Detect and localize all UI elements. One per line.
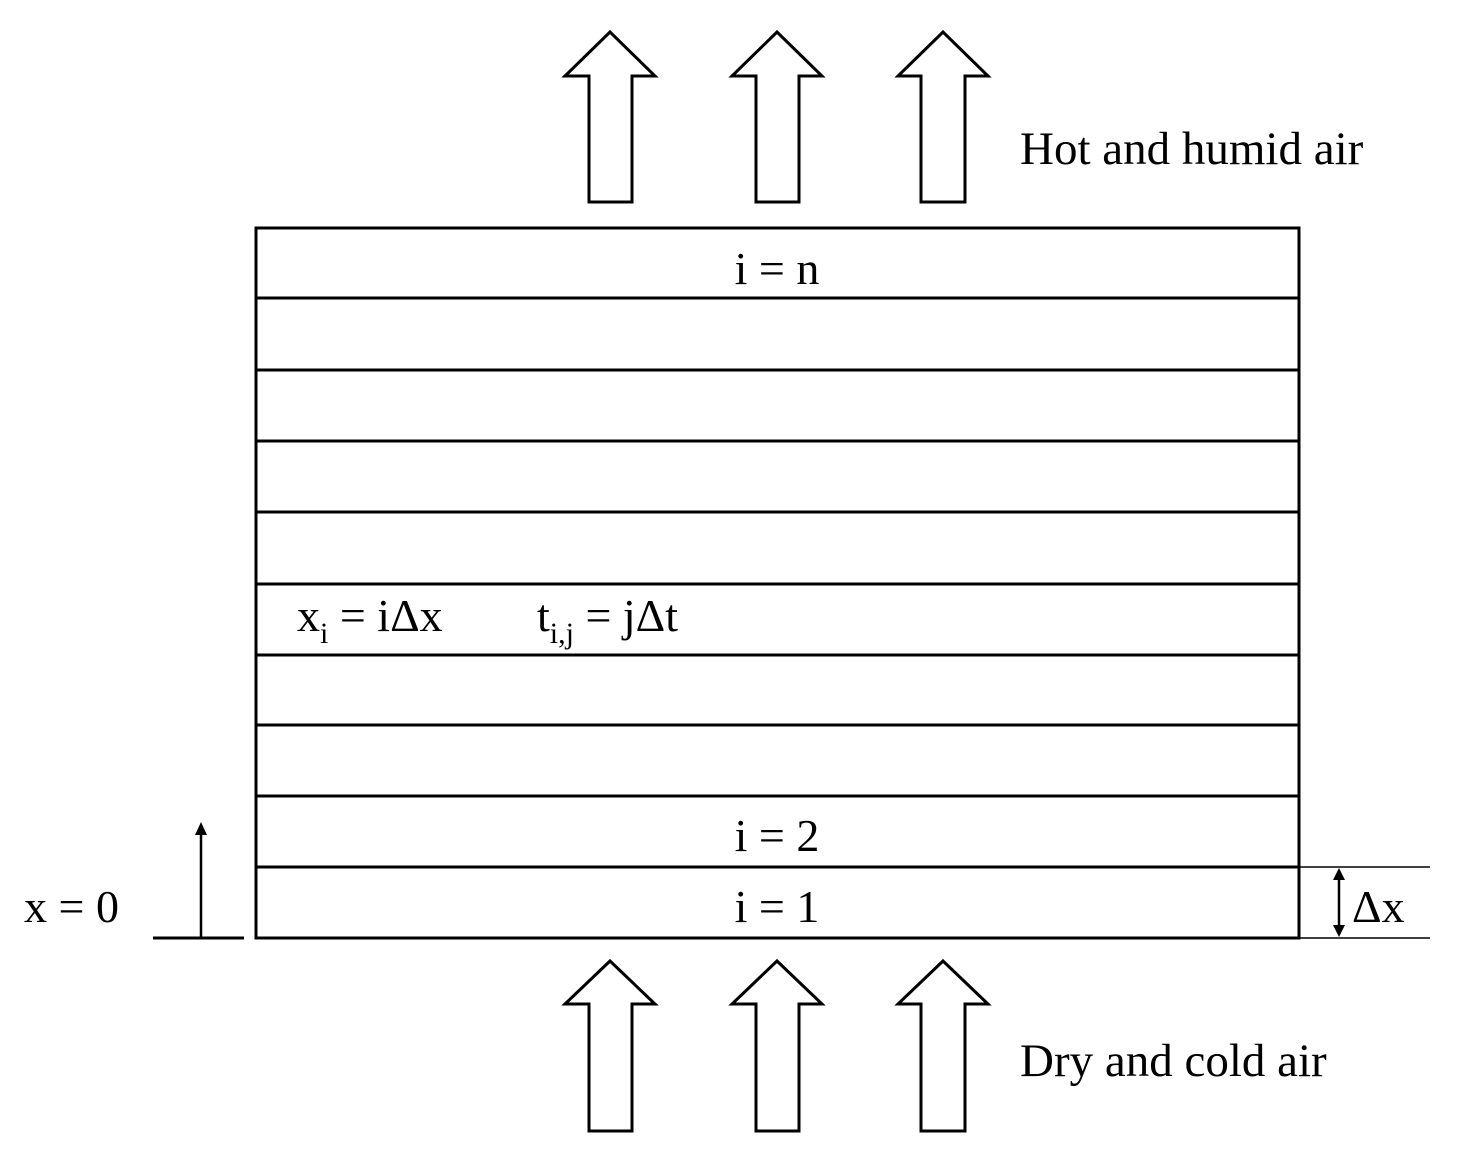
inlet-air-label: Dry and cold air (1020, 1035, 1327, 1087)
time-equation-rhs: = jΔt (574, 590, 678, 641)
outlet-air-label: Hot and humid air (1020, 123, 1364, 175)
outlet-arrows (561, 29, 992, 204)
x-axis-arrowhead (195, 822, 207, 835)
layer-dividers (256, 296, 1299, 869)
layer-label-top: i = n (735, 243, 820, 294)
origin-label: x = 0 (24, 881, 119, 932)
inlet-arrow-2 (728, 958, 826, 1133)
time-equation: ti,j = jΔt (537, 590, 678, 650)
dimension-arrowhead-up (1333, 868, 1345, 880)
origin-marker (153, 822, 244, 940)
delta-x-dimension (1299, 866, 1430, 939)
position-equation-rhs: = iΔx (328, 590, 442, 641)
position-equation-base: x (297, 590, 320, 641)
time-equation-base: t (537, 590, 550, 641)
position-equation-subscript: i (320, 617, 328, 650)
delta-x-label: Δx (1352, 881, 1405, 932)
outlet-arrow-2 (728, 29, 826, 204)
layer-label-1: i = 1 (735, 881, 820, 932)
dimension-arrowhead-down (1333, 925, 1345, 937)
inlet-arrow-3 (894, 958, 992, 1133)
inlet-arrow-1 (561, 958, 659, 1133)
layer-label-2: i = 2 (735, 810, 820, 861)
outlet-arrow-1 (561, 29, 659, 204)
time-equation-subscript: i,j (550, 617, 574, 650)
position-equation: xi = iΔx (297, 590, 443, 650)
outlet-arrow-3 (894, 29, 992, 204)
inlet-arrows (561, 958, 992, 1133)
